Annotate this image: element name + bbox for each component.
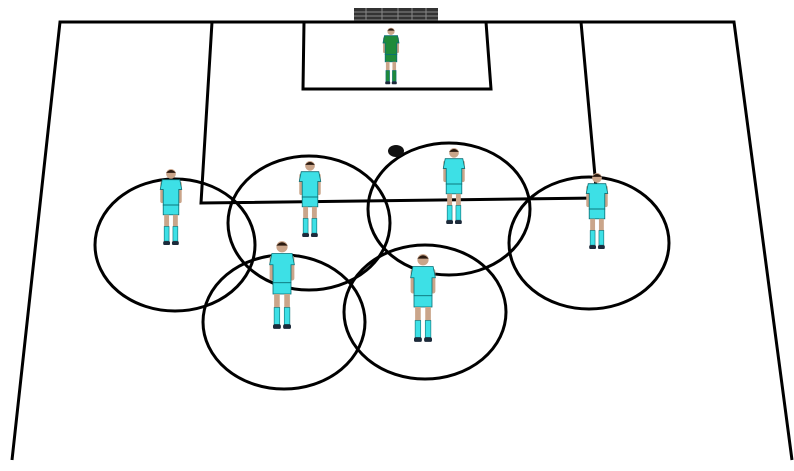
outfield-player — [270, 241, 295, 329]
outfield-player — [586, 173, 607, 249]
penalty-area — [201, 22, 597, 203]
zone-circle — [344, 245, 506, 379]
ball — [388, 145, 404, 157]
outfield-player — [160, 169, 181, 245]
outfield-player — [299, 161, 320, 237]
outfield-player — [443, 148, 464, 224]
goal — [354, 8, 438, 22]
goalkeeper — [383, 28, 399, 85]
outfield-player — [411, 254, 436, 342]
